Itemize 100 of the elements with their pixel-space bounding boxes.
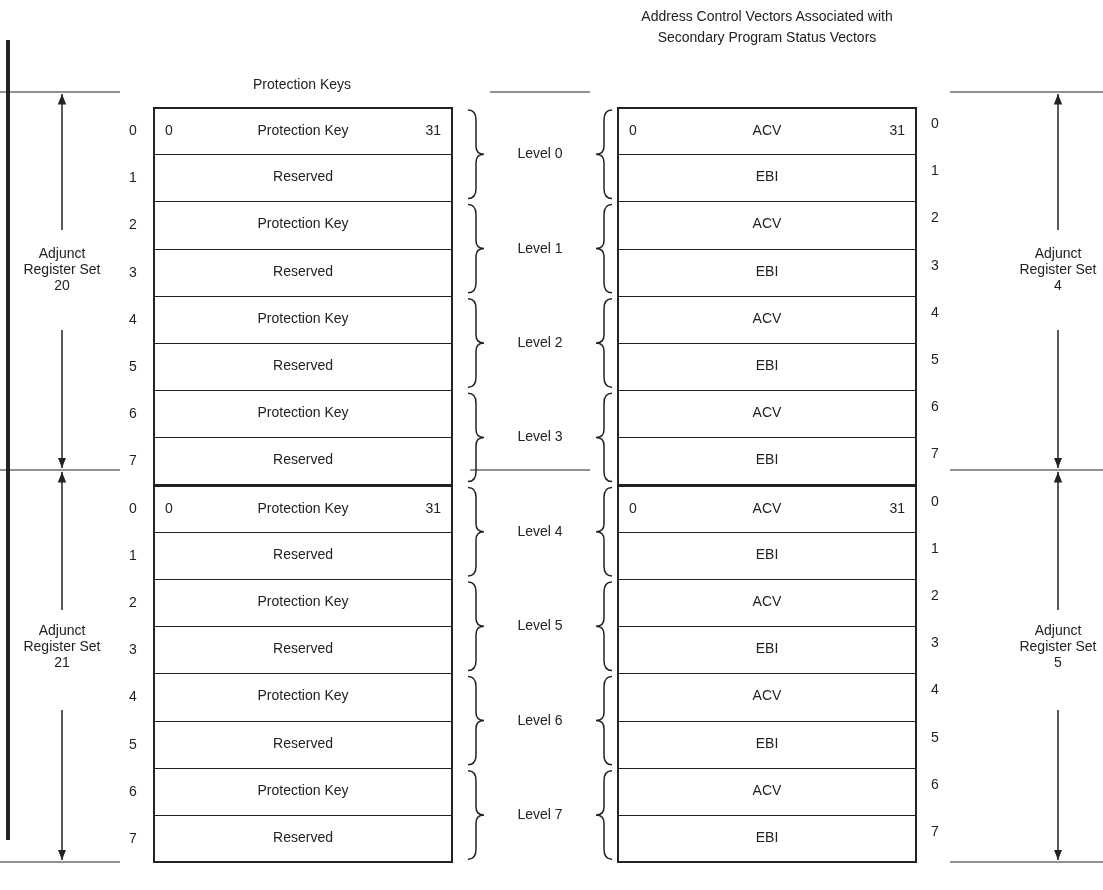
bit-number: 31: [889, 499, 905, 516]
register-field: [153, 295, 453, 344]
register-field: [617, 484, 917, 533]
register-number: 3: [128, 263, 138, 280]
level-label: Level 3: [516, 428, 564, 445]
field-name: EBI: [755, 640, 779, 657]
field-name: Protection Key: [257, 309, 349, 326]
register-number: 3: [128, 641, 138, 658]
bit-number: 0: [165, 122, 173, 138]
field-name: Protection Key: [257, 122, 349, 138]
register-number: 6: [128, 782, 138, 799]
register-field: [617, 531, 917, 580]
field-name: EBI: [755, 357, 779, 373]
field-name: EBI: [755, 829, 779, 845]
field-name: EBI: [755, 262, 779, 279]
register-field: [617, 390, 917, 439]
level-label: Level 1: [516, 239, 564, 256]
register-number: 0: [128, 499, 138, 516]
field-name: Protection Key: [257, 215, 349, 232]
register-field: [617, 815, 917, 864]
field-name: EBI: [755, 168, 779, 185]
field-name: Protection Key: [257, 499, 349, 516]
register-number: 0: [930, 115, 940, 131]
register-field: [617, 626, 917, 675]
register-field: [153, 154, 453, 203]
bit-number: 31: [889, 122, 905, 138]
field-name: EBI: [755, 734, 779, 751]
field-name: Protection Key: [257, 593, 349, 609]
field-name: Protection Key: [257, 404, 349, 421]
register-field: [153, 484, 453, 533]
register-set-label: Adjunct Register Set 20: [22, 244, 102, 293]
field-name: ACV: [752, 215, 782, 232]
register-number: 4: [128, 688, 138, 705]
level-label: Level 2: [516, 334, 564, 350]
field-name: EBI: [755, 545, 779, 562]
column-heading: Address Control Vectors Associated with Secondary Program Status Vectors: [640, 7, 894, 47]
register-number: 7: [930, 823, 940, 839]
register-number: 5: [128, 735, 138, 752]
field-name: Reserved: [273, 545, 333, 562]
level-label: Level 5: [516, 617, 564, 634]
register-field: [153, 767, 453, 816]
register-field: [153, 343, 453, 392]
register-set-label: Adjunct Register Set 4: [1018, 244, 1098, 293]
register-field: [617, 154, 917, 203]
register-number: 4: [128, 310, 138, 327]
register-number: 0: [930, 492, 940, 509]
register-number: 5: [930, 728, 940, 745]
field-name: Protection Key: [257, 781, 349, 798]
register-number: 3: [930, 256, 940, 273]
register-number: 5: [930, 351, 940, 367]
register-number: 2: [930, 209, 940, 226]
register-field: [617, 579, 917, 628]
column-heading: Protection Keys: [251, 76, 353, 92]
bit-number: 0: [629, 122, 637, 138]
level-label: Level 6: [516, 711, 564, 728]
register-number: 6: [930, 398, 940, 415]
register-number: 1: [930, 162, 940, 179]
register-field: [153, 390, 453, 439]
register-number: 6: [930, 775, 940, 792]
register-field: [153, 626, 453, 675]
register-number: 1: [128, 169, 138, 186]
register-number: 6: [128, 405, 138, 422]
register-field: [153, 815, 453, 864]
register-field: [153, 201, 453, 250]
field-name: ACV: [752, 404, 782, 421]
register-number: 7: [128, 830, 138, 846]
field-name: ACV: [752, 499, 782, 516]
register-number: 4: [930, 681, 940, 698]
register-field: [617, 201, 917, 250]
register-field: [617, 437, 917, 486]
register-number: 2: [128, 594, 138, 610]
register-number: 4: [930, 303, 940, 320]
register-field: [617, 107, 917, 156]
field-name: Reserved: [273, 640, 333, 657]
register-field: [617, 295, 917, 344]
bit-number: 31: [425, 499, 441, 516]
field-name: ACV: [752, 122, 782, 138]
register-field: [153, 107, 453, 156]
register-number: 2: [930, 587, 940, 603]
field-name: Reserved: [273, 168, 333, 185]
level-label: Level 4: [516, 522, 564, 539]
bit-number: 0: [629, 499, 637, 516]
register-number: 7: [930, 445, 940, 462]
register-field: [153, 673, 453, 722]
field-name: EBI: [755, 451, 779, 468]
bit-number: 0: [165, 499, 173, 516]
register-number: 5: [128, 358, 138, 374]
register-number: 2: [128, 216, 138, 233]
register-field: [153, 720, 453, 769]
bit-number: 31: [425, 122, 441, 138]
field-name: Reserved: [273, 734, 333, 751]
field-name: ACV: [752, 687, 782, 704]
register-field: [617, 248, 917, 297]
field-name: ACV: [752, 781, 782, 798]
register-number: 7: [128, 452, 138, 469]
register-field: [617, 343, 917, 392]
field-name: Reserved: [273, 829, 333, 845]
field-name: Reserved: [273, 262, 333, 279]
register-number: 1: [930, 539, 940, 556]
register-field: [153, 437, 453, 486]
